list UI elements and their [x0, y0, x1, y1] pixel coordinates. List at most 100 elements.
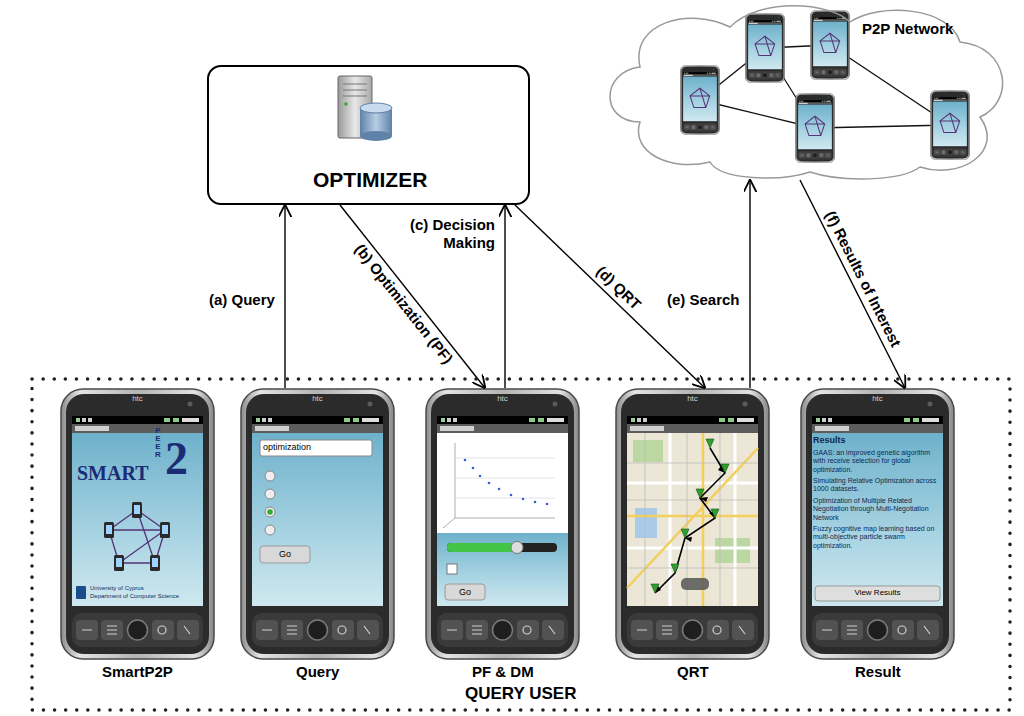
p2p-phones-part	[813, 22, 847, 67]
map-screen-part	[627, 433, 758, 606]
user-phones	[61, 389, 954, 659]
map-screen-part-part	[627, 433, 758, 606]
server-icon-part	[344, 102, 348, 106]
user-phones-part	[801, 389, 954, 659]
query-screen	[252, 433, 383, 606]
splash-screen-part-part	[109, 529, 165, 530]
server-icon-part	[360, 131, 392, 141]
p2p-phones-part-part	[683, 77, 717, 122]
button-text: Go	[445, 586, 485, 599]
map-screen	[627, 433, 758, 606]
map-screen-part-part	[627, 433, 758, 606]
result-item: Fuzzy cognitive map learning based on mu…	[813, 525, 937, 550]
splash-screen-part-part	[150, 555, 160, 571]
pf-screen-part-part	[488, 482, 491, 485]
pf-screen-part-part	[479, 475, 482, 478]
arrow-connector	[749, 180, 750, 388]
map-screen-part	[633, 440, 663, 462]
p2p-phones-part	[795, 93, 834, 162]
phone-label: SmartP2P	[102, 663, 173, 681]
result-item: GAAS: an improved genetic algorithm with…	[813, 449, 937, 474]
edge-label: (d) QRT	[591, 261, 646, 315]
p2p-phones-part	[680, 65, 719, 134]
app-logo: PEER	[154, 427, 162, 459]
pf-screen-part-part	[443, 443, 555, 528]
pf-screen-part-part	[534, 501, 537, 504]
phone-label: PF & DM	[472, 663, 534, 681]
pf-screen-part-part	[464, 459, 467, 462]
splash-screen-part-part	[119, 562, 155, 563]
p2p-phones-part	[798, 105, 832, 150]
user-phones-part	[426, 389, 579, 659]
splash-screen-part-part	[160, 522, 170, 538]
optimizer-box: OPTIMIZER	[207, 65, 530, 205]
map-screen-part-part	[711, 509, 719, 518]
splash-screen-part	[104, 502, 170, 571]
edge-label: (f) Results of Interest	[820, 206, 905, 352]
edge-label: (e) Search	[665, 291, 742, 309]
app-logo: 2	[165, 436, 188, 482]
query-screen-part-part	[265, 507, 275, 517]
map-screen-part	[635, 508, 657, 538]
p2p-links-part	[815, 125, 950, 128]
map-screen-part	[627, 433, 758, 606]
p2p-phones-part	[745, 13, 784, 82]
user-phones-part	[241, 389, 394, 659]
splash-screen-part-part	[162, 525, 168, 534]
credit-text: Department of Computer Science	[90, 593, 200, 600]
map-screen-part	[651, 439, 729, 593]
node-label: P2P Network	[862, 20, 953, 38]
p2p-phones-part-part	[820, 33, 840, 52]
phone-screen: SmartP2P	[60, 388, 215, 683]
p2p-phones-part-part	[748, 25, 782, 70]
pf-screen-part-part	[522, 498, 525, 501]
map-screen-part-part	[681, 529, 689, 538]
query-screen-part-part	[265, 471, 275, 481]
brand-logo: htc	[862, 394, 893, 403]
query-screen-part	[252, 433, 383, 606]
pf-screen-part	[447, 543, 517, 552]
splash-screen-part-part	[134, 505, 140, 514]
query-screen-part-part	[265, 525, 275, 535]
map-screen-part-part	[700, 497, 708, 502]
result-screen	[812, 433, 943, 606]
brand-logo: htc	[487, 394, 518, 403]
arrow-connector	[800, 180, 905, 388]
result-item: Optimization of Multiple Related Negotia…	[813, 497, 937, 522]
pf-screen-part-part	[498, 488, 501, 491]
map-screen-part	[681, 578, 709, 590]
p2p-phones-part	[933, 102, 967, 147]
map-screen-part-part	[706, 439, 714, 448]
p2p-phones-part-part	[798, 105, 832, 150]
map-screen-part-part	[685, 537, 692, 542]
edge-label: (c) Decision Making	[393, 216, 497, 252]
splash-screen-part	[76, 586, 86, 599]
brand-logo: htc	[677, 394, 708, 403]
p2p-phones-part-part	[755, 36, 775, 55]
cloud-outline	[610, 6, 1003, 179]
user-region: QUERY USERSmartP2PQueryPF & DMQRTResult	[30, 377, 1012, 712]
phone-screen: Query	[240, 388, 395, 683]
splash-screen-part-part	[106, 525, 112, 534]
query-screen-part	[267, 509, 273, 515]
splash-screen-part-part	[104, 522, 114, 538]
brand-logo: htc	[302, 394, 333, 403]
map-screen-part-part	[696, 489, 704, 498]
phone-label: Query	[296, 663, 339, 681]
server-icon-part	[360, 103, 392, 113]
splash-screen	[72, 433, 203, 606]
result-item: Simulating Relative Optimization across …	[813, 477, 937, 494]
map-screen-part-part	[627, 433, 758, 606]
pf-screen-part-part	[472, 467, 475, 470]
dotted-border	[30, 377, 1012, 712]
network-cloud: P2P Network	[600, 2, 1010, 180]
map-screen-part	[627, 433, 758, 606]
p2p-phones-part-part	[690, 88, 710, 107]
phone-screen: QRT	[615, 388, 770, 683]
pf-screen-part	[437, 433, 568, 533]
